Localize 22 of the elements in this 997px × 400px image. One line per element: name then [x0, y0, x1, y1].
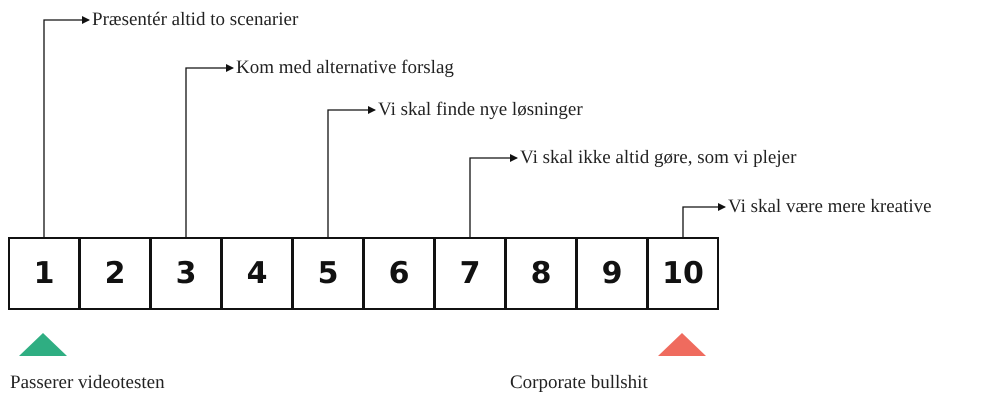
statement-text: Præsentér altid to scenarier — [92, 8, 298, 32]
scale-number-box: 8 — [505, 237, 577, 310]
marker-caption: Corporate bullshit — [510, 372, 648, 394]
scale-number-box: 9 — [576, 237, 648, 310]
arrow — [327, 106, 376, 237]
scale-number-box: 1 — [8, 237, 80, 310]
scale-number-box: 7 — [434, 237, 506, 310]
arrow — [43, 16, 90, 237]
statement-text: Kom med alternative forslag — [236, 56, 454, 80]
arrow — [469, 154, 518, 237]
arrow — [682, 203, 726, 237]
marker-caption: Passerer videotesten — [10, 372, 165, 394]
statement-text: Vi skal finde nye løsninger — [378, 98, 583, 122]
scale-number-box: 6 — [363, 237, 435, 310]
statement-text: Vi skal være mere kreative — [728, 195, 932, 219]
scale-number-box: 5 — [292, 237, 364, 310]
arrow — [185, 64, 234, 237]
scale-number-box: 2 — [79, 237, 151, 310]
scale-number-box: 4 — [221, 237, 293, 310]
statement-text: Vi skal ikke altid gøre, som vi plejer — [520, 146, 796, 170]
scale-number-box: 10 — [647, 237, 719, 310]
scale-number-box: 3 — [150, 237, 222, 310]
